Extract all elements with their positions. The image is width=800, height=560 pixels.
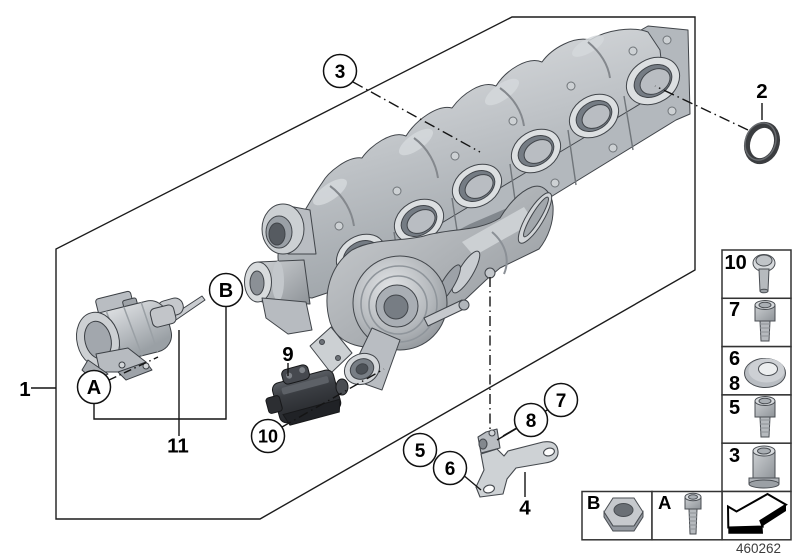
svg-text:B: B <box>587 492 600 513</box>
svg-text:3: 3 <box>729 445 740 467</box>
svg-text:6: 6 <box>729 348 740 370</box>
svg-text:A: A <box>87 377 101 399</box>
svg-text:5: 5 <box>729 397 740 419</box>
svg-text:460262: 460262 <box>736 541 781 556</box>
svg-text:3: 3 <box>335 62 346 83</box>
svg-text:A: A <box>658 492 671 513</box>
svg-text:1: 1 <box>19 378 30 401</box>
svg-text:2: 2 <box>756 80 767 103</box>
svg-text:B: B <box>219 280 233 302</box>
svg-text:10: 10 <box>258 427 278 447</box>
svg-text:10: 10 <box>725 252 747 274</box>
svg-text:8: 8 <box>526 411 537 432</box>
svg-text:4: 4 <box>519 497 531 520</box>
svg-text:8: 8 <box>729 373 740 395</box>
svg-text:6: 6 <box>445 459 456 480</box>
svg-text:11: 11 <box>167 435 189 458</box>
svg-text:7: 7 <box>729 299 740 321</box>
svg-text:7: 7 <box>556 391 567 412</box>
svg-text:5: 5 <box>415 441 426 462</box>
svg-text:9: 9 <box>282 343 293 366</box>
